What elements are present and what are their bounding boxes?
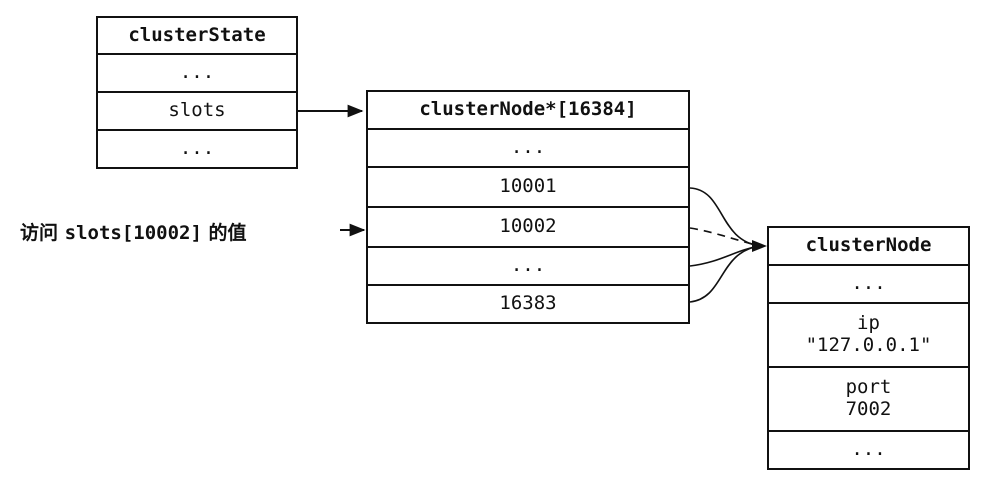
cluster-state-row: ... <box>96 129 298 169</box>
link-10001 <box>689 187 761 247</box>
access-label-prefix: 访问 <box>20 222 59 244</box>
access-label-code: slots[10002] <box>64 222 202 244</box>
cluster-node-ip-value: ip "127.0.0.1" <box>805 312 932 356</box>
access-label: 访问 slots[10002] 的值 <box>20 218 247 245</box>
cluster-node-row: ... <box>767 264 970 304</box>
cluster-state-row: ... <box>96 53 298 93</box>
cluster-state-header: clusterState <box>96 16 298 55</box>
slots-array-header: clusterNode*[16384] <box>366 90 690 130</box>
link-10002 <box>689 227 761 247</box>
slots-array-row-16383: 16383 <box>366 284 690 324</box>
cluster-state-row-slots: slots <box>96 91 298 131</box>
link-16383 <box>689 245 761 303</box>
cluster-node-port-value: port 7002 <box>845 376 892 420</box>
access-label-suffix: 的值 <box>208 222 247 244</box>
slots-array-row: ... <box>366 128 690 168</box>
slots-array-row-10002: 10002 <box>366 206 690 248</box>
slots-array-row-10001: 10001 <box>366 166 690 208</box>
cluster-node-row-port: port 7002 <box>767 366 970 432</box>
cluster-node-header: clusterNode <box>767 226 970 266</box>
slots-array-row: ... <box>366 246 690 286</box>
cluster-node-row: ... <box>767 430 970 470</box>
cluster-node-row-ip: ip "127.0.0.1" <box>767 302 970 368</box>
link-arrowhead <box>752 240 767 252</box>
